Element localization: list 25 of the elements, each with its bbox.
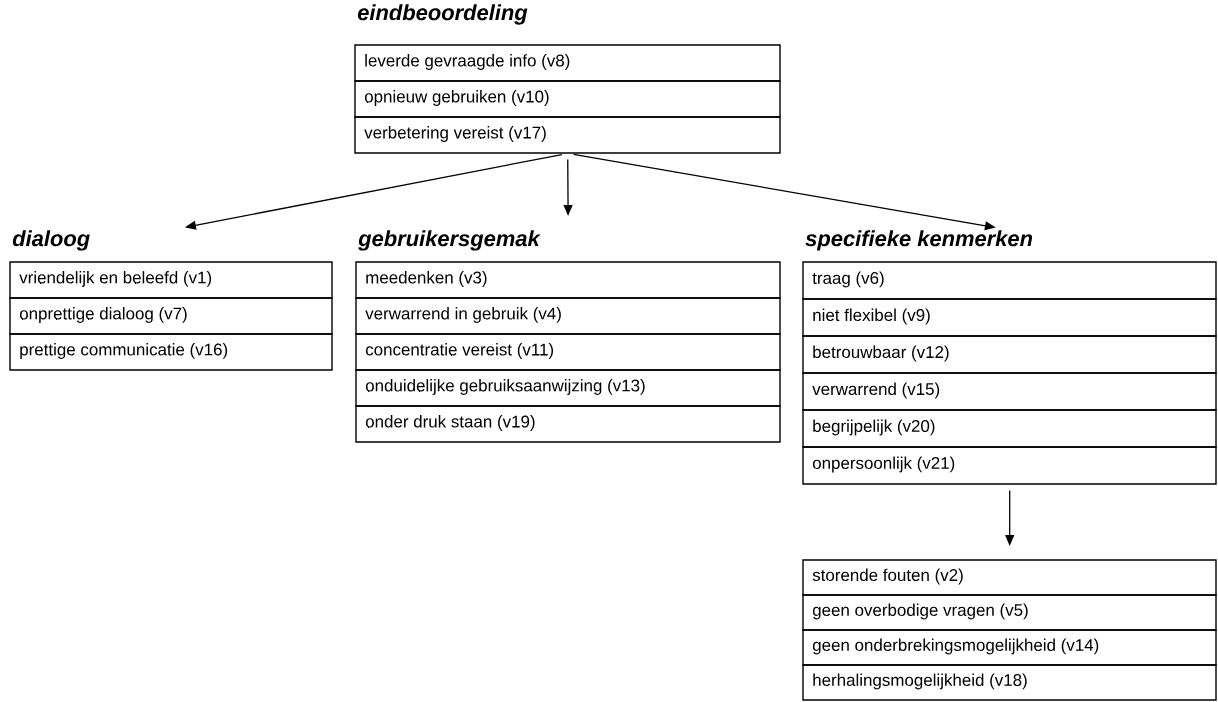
table-cell: prettige communicatie (v16) — [9, 333, 333, 371]
table-cell: niet flexibel (v9) — [802, 298, 1217, 337]
table-cell: betrouwbaar (v12) — [802, 335, 1217, 374]
table-cell: meedenken (v3) — [355, 261, 781, 299]
table-cell: begrijpelijk (v20) — [802, 409, 1217, 448]
table-cell: onprettige dialoog (v7) — [9, 297, 333, 335]
table-cell: geen overbodige vragen (v5) — [802, 594, 1217, 631]
table-cell: onpersoonlijk (v21) — [802, 446, 1217, 485]
table-heading: dialoog — [12, 230, 90, 251]
table-cell: herhalingsmogelijkheid (v18) — [802, 664, 1217, 701]
table-cell: leverde gevraagde info (v8) — [354, 44, 781, 82]
table-cell: onder druk staan (v19) — [355, 405, 781, 443]
table-cell: opnieuw gebruiken (v10) — [354, 80, 781, 118]
table-cell: verwarrend (v15) — [802, 372, 1217, 411]
table-cell: verbetering vereist (v17) — [354, 116, 781, 154]
table-cell: concentratie vereist (v11) — [355, 333, 781, 371]
table-cell: onduidelijke gebruiksaanwijzing (v13) — [355, 369, 781, 407]
table-cell: storende fouten (v2) — [802, 559, 1217, 596]
table-heading: specifieke kenmerken — [805, 230, 1033, 251]
table-cell: traag (v6) — [802, 261, 1217, 300]
table-heading: gebruikersgemak — [358, 230, 541, 251]
table-cell: vriendelijk en beleefd (v1) — [9, 261, 333, 299]
table-cell: verwarrend in gebruik (v4) — [355, 297, 781, 335]
table-cell: geen onderbrekingsmogelijkheid (v14) — [802, 629, 1217, 666]
table-heading: eindbeoordeling — [357, 4, 528, 25]
